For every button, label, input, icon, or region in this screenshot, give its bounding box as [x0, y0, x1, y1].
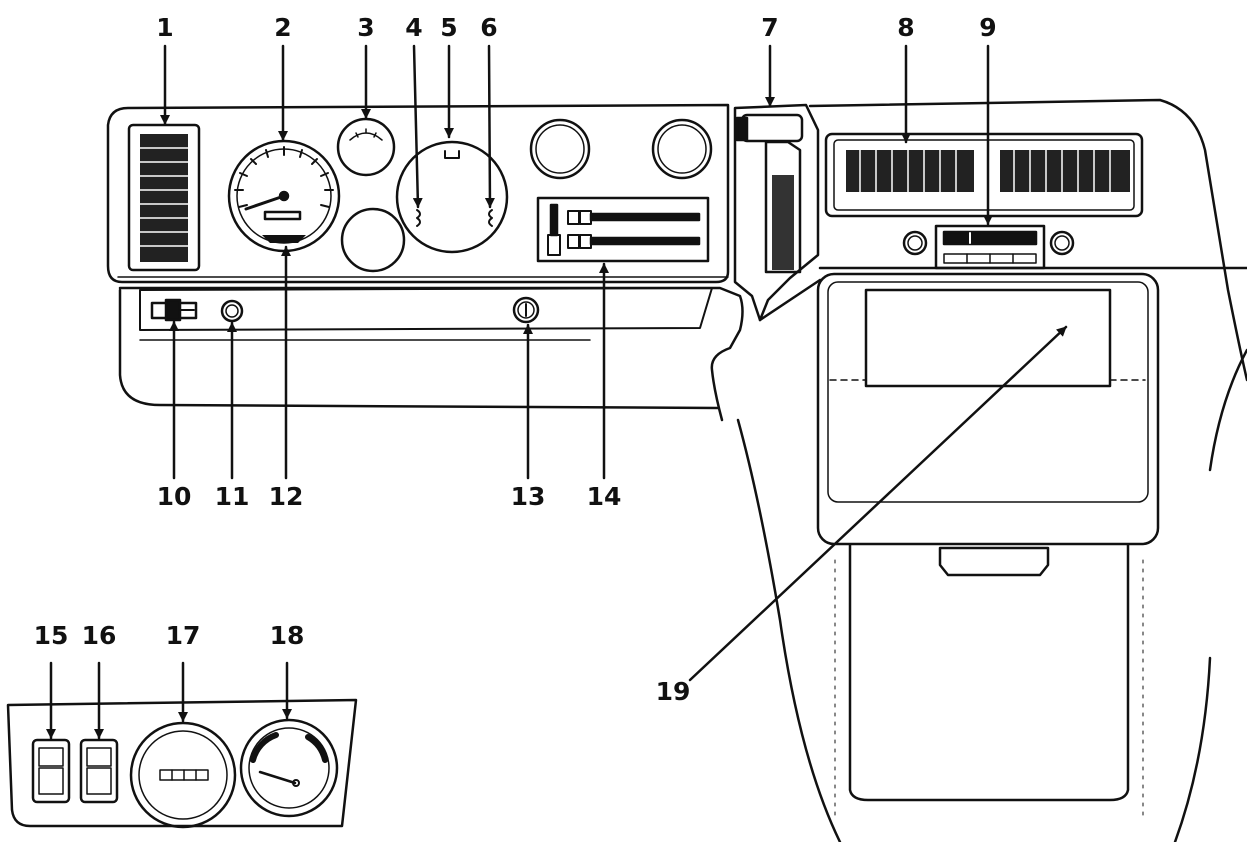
callout-11: 11 — [215, 482, 250, 511]
callout-12: 12 — [269, 482, 304, 511]
wiper-knob — [220, 299, 244, 323]
center-air-vents — [824, 132, 1144, 218]
callout-17: 17 — [166, 621, 201, 650]
callout-15: 15 — [34, 621, 69, 650]
callout-8: 8 — [897, 13, 914, 42]
callout-13: 13 — [511, 482, 546, 511]
hour-meter — [129, 721, 237, 829]
radio — [902, 224, 1075, 270]
callout-2: 2 — [274, 13, 291, 42]
speedometer — [227, 139, 341, 253]
callout-3: 3 — [357, 13, 374, 42]
callout-9: 9 — [979, 13, 996, 42]
combination-gauge — [395, 140, 509, 254]
lower-dash-panel — [118, 286, 744, 422]
headlamp-switch — [150, 298, 198, 322]
callout-7: 7 — [761, 13, 778, 42]
callout-1: 1 — [156, 13, 173, 42]
ignition-switch — [512, 296, 540, 324]
auxiliary-switch-panel — [6, 698, 358, 828]
callout-5: 5 — [440, 13, 457, 42]
callout-18: 18 — [270, 621, 305, 650]
instrument-panel — [106, 103, 730, 284]
callout-10: 10 — [157, 482, 192, 511]
rocker-switch-16 — [79, 738, 119, 804]
upper-gauge — [336, 117, 396, 177]
aux-gauge — [239, 718, 339, 818]
left-air-vent — [127, 123, 201, 272]
shift-lever — [733, 103, 820, 322]
storage-compartment — [816, 272, 1160, 821]
right-gauge-a — [529, 118, 591, 180]
climate-control-panel — [536, 196, 710, 263]
callout-16: 16 — [82, 621, 117, 650]
rocker-switch-15 — [31, 738, 71, 804]
callout-4: 4 — [405, 13, 422, 42]
callout-19: 19 — [656, 677, 691, 706]
lower-gauge — [340, 207, 406, 273]
callout-14: 14 — [587, 482, 622, 511]
right-dash-housing — [736, 98, 1247, 842]
leader-lines — [46, 44, 1068, 740]
callout-labels: 1 2 3 4 5 6 7 8 9 10 11 12 13 14 15 16 1… — [34, 13, 997, 706]
callout-6: 6 — [480, 13, 497, 42]
right-gauge-b — [651, 118, 713, 180]
